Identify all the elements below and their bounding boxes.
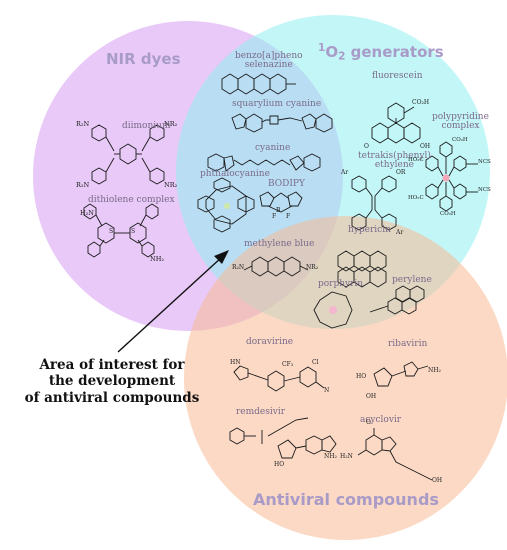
venn-circles	[33, 15, 507, 540]
atom-oh-acyclovir: OH	[432, 477, 443, 484]
label-benzo-line-1: benzo[a]pheno	[235, 51, 303, 61]
set-title-singlet-oxygen: 1O2 generators	[318, 42, 444, 62]
label-dithiolene: dithiolene complex	[88, 195, 175, 205]
atom-ho-ribavirin: HO	[356, 373, 367, 380]
atom-ar-1: Ar	[341, 169, 349, 176]
label-phthalocyanine: phthalocyanine	[200, 169, 270, 179]
label-diimonium: diimonium	[122, 121, 171, 131]
hypericin-structure	[337, 250, 387, 288]
atom-ho2c-1: HO₂C	[408, 157, 424, 163]
label-doravirine: doravirine	[246, 337, 294, 347]
cyanine-structure	[207, 153, 321, 172]
label-tetrakis-line-1: tetrakis(phenyl)	[358, 151, 431, 161]
label-cyanine: cyanine	[255, 143, 291, 153]
set-title-sub: 2	[338, 50, 346, 63]
label-acyclovir: acyclovir	[360, 415, 402, 425]
doravirine-structure	[233, 365, 325, 392]
remdesivir-structure	[229, 417, 337, 459]
diimonium-structure	[91, 124, 165, 185]
atom-nh2-remdesivir: NH₂	[324, 453, 337, 460]
polypyridine-structure	[425, 141, 478, 212]
set-title-nir-dyes: NIR dyes	[106, 50, 181, 68]
atom-cf3: CF₃	[282, 361, 294, 368]
atom-nr2-2: NR₂	[164, 181, 178, 189]
atom-ar-2: Ar	[396, 229, 404, 236]
label-benzophenoselenazine: benzo[a]pheno selenazine	[235, 51, 303, 71]
ribavirin-structure	[373, 361, 429, 387]
phthalocyanine-structure	[197, 177, 255, 233]
atom-ho2c-2: HO₂C	[408, 195, 424, 201]
atom-o-fluorescein: O	[364, 143, 369, 150]
label-perylene: perylene	[392, 275, 432, 285]
callout-text: Area of interest for the development of …	[12, 357, 212, 406]
atom-nh2-ribavirin: NH₂	[428, 367, 441, 374]
molecule-structures	[83, 73, 478, 481]
label-polypyridine: polypyridine complex	[432, 112, 489, 132]
atom-h2n-dithiolene: H₂N	[80, 209, 94, 217]
label-ribavirin: ribavirin	[388, 339, 428, 349]
atom-r2n-2: R₂N	[76, 181, 90, 189]
label-tetrakis: tetrakis(phenyl) ethylene	[358, 151, 431, 171]
atom-co2h-2: CO₂H	[440, 211, 456, 217]
tetrakis-structure	[351, 175, 397, 231]
callout-arrow	[117, 250, 229, 353]
atom-h2n-acyclovir: H₂N	[340, 453, 353, 460]
atom-r2n-1: R₂N	[76, 120, 90, 128]
label-benzo-line-2: selenazine	[244, 60, 293, 71]
atom-oh-fluorescein: OH	[420, 143, 431, 150]
methylene-blue-structure	[243, 256, 309, 277]
perylene-structure	[369, 285, 425, 315]
atom-r2n-mb: R₂N	[232, 264, 245, 271]
atom-f-2: F	[286, 213, 291, 220]
atom-ncs-2: NCS	[478, 187, 491, 193]
callout-line-2: the development	[48, 373, 176, 390]
label-hypericin: hypericin	[348, 225, 391, 235]
label-fluorescein: fluorescein	[372, 71, 423, 81]
fluorescein-structure	[371, 102, 421, 144]
atom-f-1: F	[272, 213, 277, 220]
label-squarylium: squarylium cyanine	[232, 99, 322, 109]
label-porphyrin: porphyrin	[318, 279, 364, 289]
atom-or: OR	[396, 169, 406, 176]
label-methylene-blue: methylene blue	[244, 239, 315, 249]
atom-s-1: S	[109, 228, 114, 235]
atom-co2h-fluorescein: CO₂H	[412, 99, 430, 106]
porphyrin-structure	[313, 291, 353, 329]
squarylium-structure	[231, 113, 333, 133]
label-remdesivir: remdesivir	[236, 407, 286, 417]
atom-nr2-1: NR₂	[164, 120, 178, 128]
set-title-sup: 1	[318, 42, 326, 54]
label-polypyridine-line-2: complex	[441, 121, 480, 132]
label-tetrakis-line-2: ethylene	[374, 160, 414, 171]
atom-nh2-dithiolene: NH₂	[150, 255, 164, 263]
set-title-base: O	[325, 42, 339, 61]
atom-ncs-1: NCS	[478, 159, 491, 165]
set-title-rest: generators	[345, 42, 444, 61]
label-polypyridine-line-1: polypyridine	[432, 112, 489, 122]
label-bodipy: BODIPY	[268, 179, 305, 189]
circle-antiviral	[184, 216, 507, 540]
set-title-antiviral: Antiviral compounds	[253, 490, 439, 509]
acyclovir-structure	[357, 428, 433, 481]
benzophenoselenazine-structure	[221, 73, 296, 95]
atom-s-2: S	[131, 228, 136, 235]
atom-b: B	[276, 207, 281, 214]
dithiolene-structure	[83, 203, 159, 258]
atom-hn-doravirine: HN	[230, 359, 241, 366]
atom-co2h-1: CO₂H	[452, 137, 468, 143]
callout-line-3: of antiviral compounds	[24, 389, 200, 406]
callout-line-1: Area of interest for	[39, 357, 185, 373]
atom-nr2-mb: NR₂	[306, 264, 319, 271]
atom-o-acyclovir: O	[366, 419, 371, 426]
atom-ho-remdesivir: HO	[274, 461, 285, 468]
atom-cn: N	[324, 387, 330, 394]
bodipy-structure	[259, 191, 303, 213]
atom-oh-ribavirin: OH	[366, 393, 377, 400]
atom-cl: Cl	[312, 359, 319, 366]
